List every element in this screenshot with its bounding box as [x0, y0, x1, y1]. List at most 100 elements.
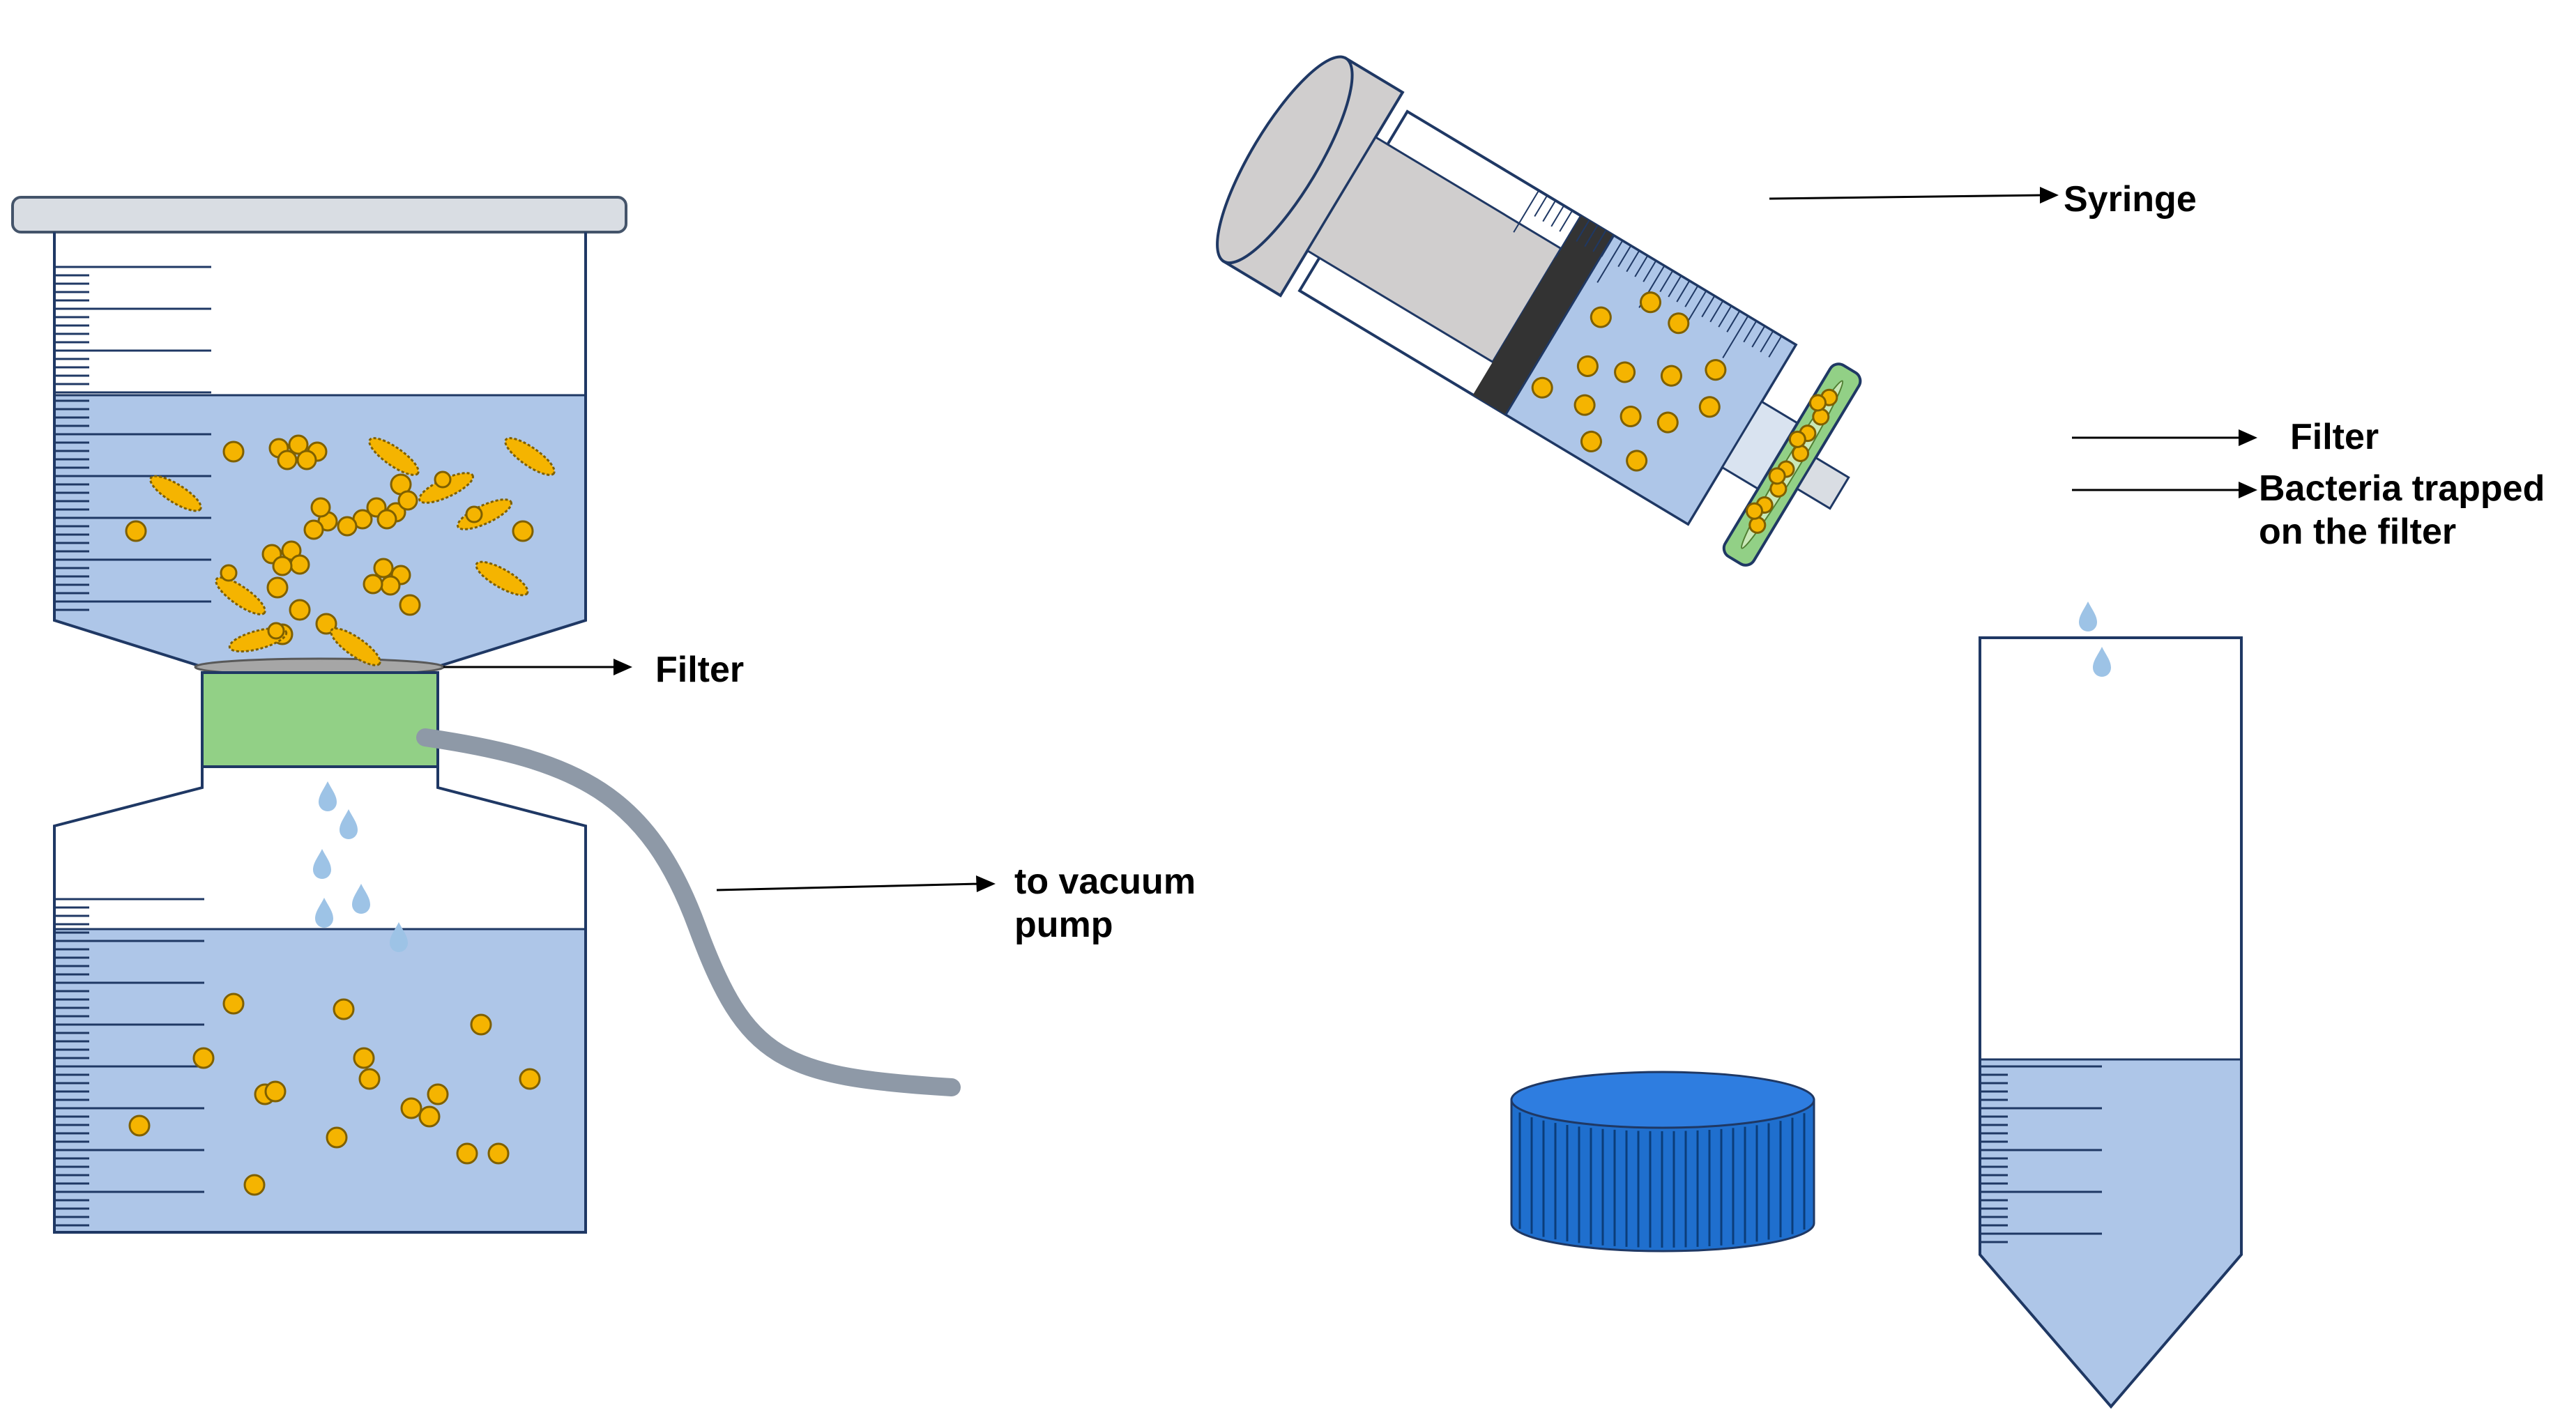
bacteria-icon [373, 558, 394, 579]
label-arrows-left [443, 659, 996, 892]
bacteria-icon [363, 574, 383, 595]
water-drop-icon [390, 922, 408, 952]
bacteria-icon [427, 1083, 449, 1105]
water-drop-icon [319, 781, 337, 811]
funnel-bacteria [125, 434, 556, 666]
bacteria-icon [289, 554, 310, 575]
bacteria-icon [303, 519, 324, 540]
bacteria-icon [1792, 444, 1810, 462]
bacteria-icon [358, 1068, 381, 1090]
bacteria-icon [397, 490, 418, 511]
bacteria-icon [266, 576, 289, 599]
filter-holder [201, 671, 439, 768]
filtrate-drops [313, 781, 408, 952]
bacteria-icon [1576, 355, 1599, 377]
bacteria-icon [1590, 306, 1612, 328]
centrifuge-tube-icon [1979, 636, 2243, 1409]
bacteria-icon [1619, 405, 1642, 427]
bacteria-icon [222, 993, 245, 1015]
bacteria-icon [400, 1097, 422, 1119]
bacteria-icon [399, 594, 421, 616]
water-drop-icon [352, 884, 370, 914]
bacteria-icon [1656, 411, 1679, 434]
bacteria-icon [330, 627, 381, 666]
bacteria-icon [310, 497, 331, 518]
tube-outline [1979, 636, 2243, 1409]
plunger-stopper [1472, 215, 1614, 415]
bacteria-icon [1614, 361, 1636, 383]
bacteria-icon [1705, 359, 1727, 381]
bacteria-icon [380, 575, 401, 596]
vacuum-pump-label: to vacuum pump [1014, 860, 1196, 947]
tube-scale [1980, 1065, 2102, 1243]
bacteria-icon [1640, 291, 1662, 314]
funnel-lid [11, 196, 627, 233]
bacteria-icon [277, 450, 298, 470]
bacteria-icon [1580, 430, 1602, 452]
bacteria-icon [1809, 394, 1827, 412]
funnel-scale [54, 266, 211, 611]
bacteria-icon [149, 475, 202, 512]
bacteria-icon [368, 437, 420, 476]
bacteria-icon [222, 441, 245, 463]
water-drop-icon [313, 849, 331, 879]
tube-liquid [1980, 1059, 2241, 1407]
bacteria-icon [1768, 467, 1786, 485]
water-drop-icon [340, 809, 358, 839]
bacteria-icon [192, 1047, 215, 1069]
bacteria-trapped-label-line1: Bacteria trapped [2259, 468, 2545, 509]
bacteria-icon [1531, 376, 1553, 399]
bacteria-icon [288, 434, 309, 455]
bacteria-icon [353, 1047, 375, 1069]
bacteria-icon [1668, 312, 1690, 335]
bacteria-icon [418, 1105, 441, 1128]
syringe-label: Syringe [2064, 179, 2197, 220]
bacteria-icon [128, 1115, 151, 1137]
receiver-bottle [53, 767, 587, 1234]
bacteria-icon [418, 472, 474, 504]
bacteria-icon [1748, 516, 1767, 534]
filter-outlet [1795, 456, 1850, 510]
water-drop-icon [315, 898, 333, 928]
bacteria-icon [1788, 430, 1806, 448]
bacteria-icon [289, 599, 311, 621]
bacteria-trapped-label: Bacteria trapped on the filter [2259, 467, 2545, 554]
vacuum-tube-icon [416, 728, 961, 1096]
bacteria-icon [315, 613, 337, 635]
bacteria-icon [264, 1080, 287, 1103]
vacuum-filter-label: Filter [655, 650, 745, 690]
bottle-scale [54, 898, 204, 1227]
bacteria-icon [465, 505, 483, 523]
water-drop-icon [2093, 647, 2111, 677]
bacteria-icon [470, 1013, 492, 1036]
vacuum-pump-label-line2: pump [1014, 905, 1113, 946]
bacteria-icon [1698, 396, 1721, 418]
bacteria-icon [434, 470, 452, 489]
bacteria-icon [1660, 365, 1682, 387]
bacteria-icon [215, 576, 266, 615]
water-drop-icon [2079, 602, 2097, 631]
bacteria-icon [512, 520, 534, 542]
bacteria-trapped-label-line2: on the filter [2259, 512, 2457, 553]
label-arrows-right [1769, 187, 2257, 498]
bacteria-icon [475, 560, 529, 597]
syringe-filter-label: Filter [2290, 417, 2379, 457]
syringe-icon [1216, 55, 1862, 567]
bacteria-icon [296, 450, 317, 470]
bacteria-icon [337, 516, 358, 537]
bacteria-icon [1746, 502, 1764, 520]
bacteria-icon [220, 564, 238, 582]
bacteria-icon [326, 1126, 348, 1149]
bottle-cocci [128, 993, 541, 1196]
bacteria-icon [1812, 408, 1830, 426]
bacteria-icon [243, 1174, 266, 1196]
bacteria-icon [333, 998, 355, 1020]
tube-cap-icon [1510, 1071, 1815, 1253]
bacteria-icon [1626, 450, 1648, 472]
bacteria-icon [267, 622, 285, 640]
vacuum-pump-label-line1: to vacuum [1014, 861, 1196, 902]
bacteria-icon [487, 1142, 510, 1165]
bacteria-icon [376, 509, 397, 530]
bacteria-icon [519, 1068, 541, 1090]
